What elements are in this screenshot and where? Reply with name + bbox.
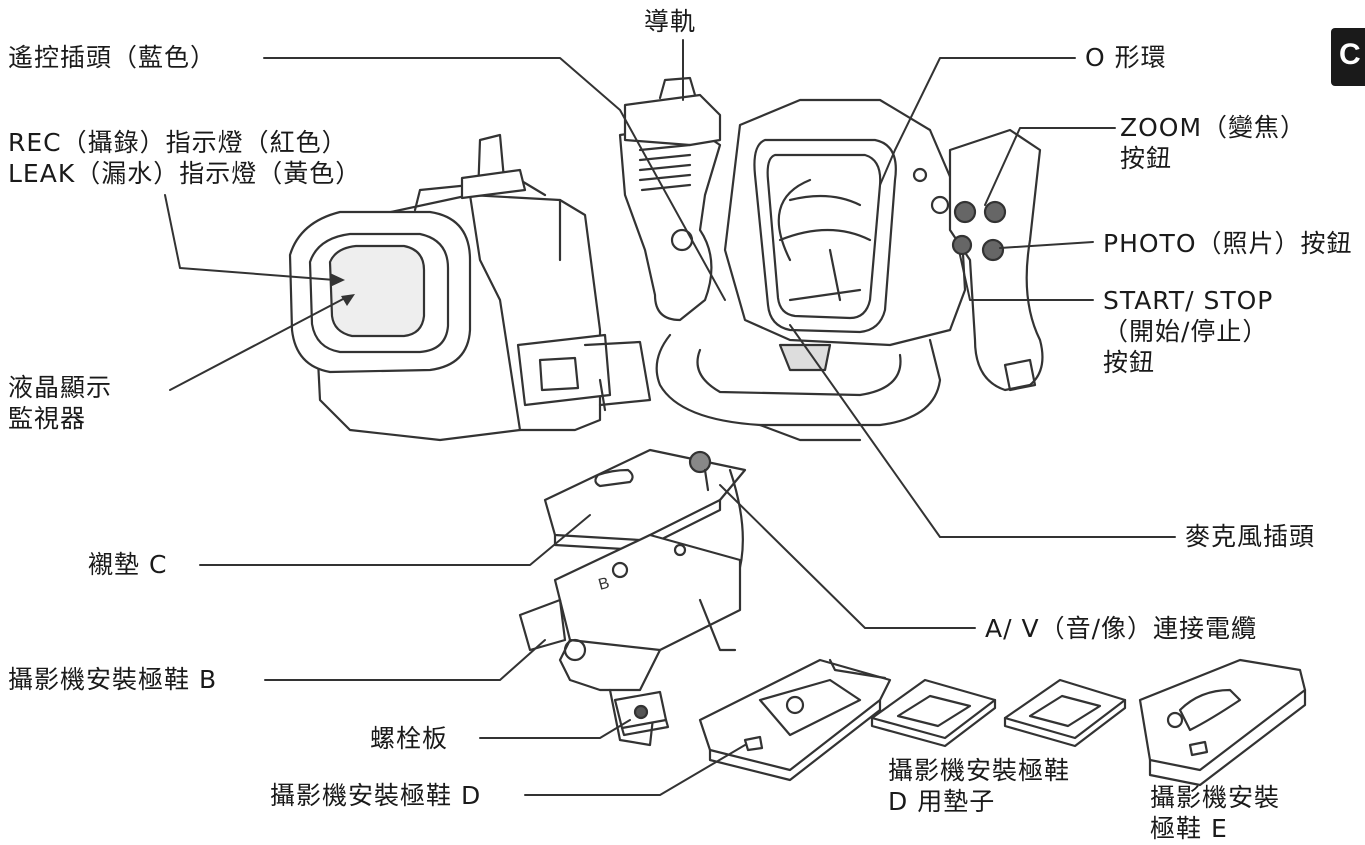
label-lcd-monitor: 液晶顯示 監視器 xyxy=(8,372,112,434)
label-av-cable: A/ V（音∕像）連接電纜 xyxy=(985,614,1257,643)
label-zoom-button: ZOOM（變焦） 按鈕 xyxy=(1120,112,1306,174)
page-tab: C xyxy=(1331,28,1365,86)
label-shoe-d-mat-line2: D 用墊子 xyxy=(888,787,996,816)
label-lcd-line2: 監視器 xyxy=(8,404,87,433)
label-start-line3: 按鈕 xyxy=(1103,348,1156,377)
label-o-ring: O 形環 xyxy=(1085,43,1167,72)
label-shoe-e-line2: 極鞋 E xyxy=(1150,814,1228,843)
shoe-d-mats-illustration xyxy=(870,678,1127,748)
shoe-d-illustration xyxy=(698,658,892,782)
label-photo-button: PHOTO（照片）按鈕 xyxy=(1103,229,1353,258)
label-bolt-plate: 螺栓板 xyxy=(370,724,449,753)
label-start-stop-button: START/ STOP （開始∕停止） 按鈕 xyxy=(1103,285,1273,378)
label-zoom-line1: ZOOM（變焦） xyxy=(1120,113,1307,142)
label-shoe-e: 攝影機安裝 極鞋 E xyxy=(1150,782,1280,844)
label-shoe-b: 攝影機安裝極鞋 B xyxy=(8,665,218,694)
label-indicator-lamps: REC（攝錄）指示燈（紅色） LEAK（漏水）指示燈（黃色） xyxy=(8,127,361,189)
leader-lines xyxy=(164,39,1176,796)
label-remote-plug: 遙控插頭（藍色） xyxy=(8,43,217,72)
lcd-monitor-housing-illustration xyxy=(288,133,652,442)
label-zoom-line2: 按鈕 xyxy=(1120,144,1173,173)
main-housing-illustration xyxy=(618,76,1044,442)
label-mic-plug: 麥克風插頭 xyxy=(1185,522,1316,551)
label-shoe-d-mat-line1: 攝影機安裝極鞋 xyxy=(888,756,1071,785)
label-start-line2: （開始∕停止） xyxy=(1103,317,1269,346)
pad-c-illustration xyxy=(543,448,747,612)
label-shoe-d-mat: 攝影機安裝極鞋 D 用墊子 xyxy=(888,755,1070,817)
label-start-line1: START/ STOP xyxy=(1103,286,1274,315)
label-shoe-e-line1: 攝影機安裝 xyxy=(1150,783,1281,812)
label-shoe-d: 攝影機安裝極鞋 D xyxy=(270,781,482,810)
label-rec-lamp: REC（攝錄）指示燈（紅色） xyxy=(8,128,348,157)
shoe-e-illustration xyxy=(1138,658,1307,787)
shoe-b-mark: B xyxy=(597,575,612,594)
bolt-plate-illustration xyxy=(613,690,670,737)
label-lcd-line1: 液晶顯示 xyxy=(8,373,113,402)
label-pad-c: 襯墊 C xyxy=(88,550,168,579)
label-rail: 導軌 xyxy=(644,7,697,36)
shoe-b-illustration xyxy=(518,533,742,747)
leader-arrows xyxy=(330,273,355,306)
label-leak-lamp: LEAK（漏水）指示燈（黃色） xyxy=(8,159,362,188)
